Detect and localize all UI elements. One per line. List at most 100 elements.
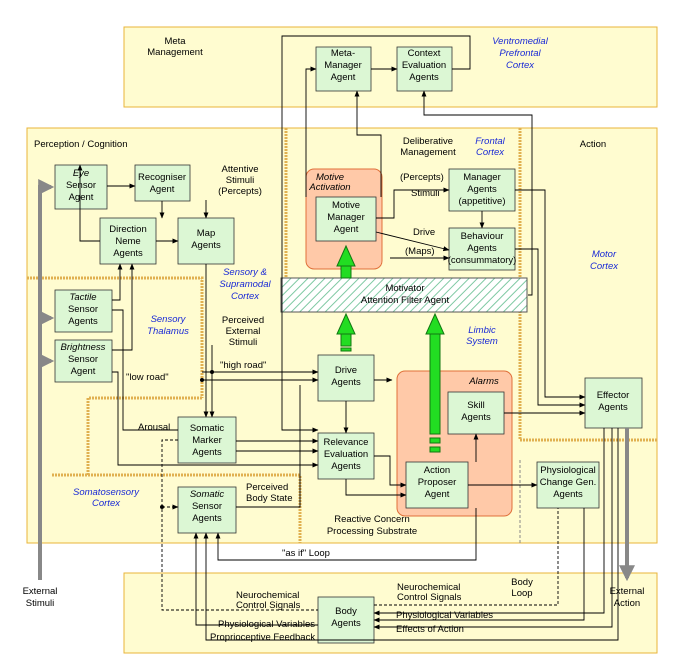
reactive-title-line-0: Reactive Concern: [334, 514, 410, 525]
somatic-marker-agents-line-0: Somatic: [190, 423, 225, 434]
eye-sensor-agent-line-0: Eye: [73, 168, 89, 179]
meta-manager-agent-line-1: Manager: [324, 60, 362, 71]
attentive-stimuli-line-2: (Percepts): [218, 186, 262, 197]
relevance-evaluation-agents-line-2: Agents: [331, 461, 361, 472]
frontal-cortex-title-line-0: Frontal: [475, 136, 505, 147]
junction-dot-2: [210, 370, 214, 374]
physiological-variables-left-line-0: Physiological Variables: [218, 619, 315, 630]
behaviour-agents-line-1: Agents: [467, 243, 497, 254]
behaviour-agents-box: [448, 227, 516, 271]
somatic-marker-agents-line-1: Marker: [192, 435, 222, 446]
connector-lines: [77, 35, 619, 641]
recogniser-agent-line-0: Recogniser: [138, 172, 186, 183]
alarms-title-label: Alarms: [468, 376, 499, 387]
neurochemical-right-line-1: Control Signals: [397, 592, 462, 603]
perception-title-line-0: Perception / Cognition: [34, 139, 127, 150]
direction-neme-agents-box: [99, 217, 157, 265]
junction-dot-1: [200, 378, 204, 382]
body-agents-line-0: Body: [335, 606, 357, 617]
brightness-sensor-agent-line-2: Agent: [71, 366, 96, 377]
proprioceptive-feedback-label: Proprioceptive Feedback: [210, 632, 315, 643]
physiological-change-agents-box: [536, 461, 600, 509]
manager-agents-line-1: Agents: [467, 184, 497, 195]
map-agents-line-1: Agents: [191, 240, 221, 251]
meta-manager-agent-line-0: Meta-: [331, 48, 355, 59]
drive-label-line-0: Drive: [413, 227, 435, 238]
frontal-cortex-title-line-1: Cortex: [476, 147, 505, 158]
drive-label-label: Drive: [413, 227, 435, 238]
recogniser-agent-box: [134, 164, 191, 202]
limbic-system-title-line-1: System: [466, 336, 498, 347]
recogniser-agent-line-1: Agent: [150, 184, 175, 195]
percepts-label-line-0: (Percepts): [400, 172, 444, 183]
direction-neme-agents-line-1: Neme: [115, 236, 140, 247]
effector-agents-line-1: Agents: [598, 402, 628, 413]
behaviour-agents-line-2: (consummatory): [448, 255, 517, 266]
neurochemical-left-line-1: Control Signals: [236, 600, 301, 611]
relevance-evaluation-agents-line-1: Evaluation: [324, 449, 368, 460]
brightness-sensor-agent-box: [54, 339, 113, 383]
somatic-marker-agents-line-2: Agents: [192, 447, 222, 458]
brightness-sensor-agent-line-0: Brightness: [61, 342, 106, 353]
body-agents-box: [317, 596, 375, 644]
sensory-cortex-title-line-0: Sensory &: [223, 267, 267, 278]
external-action-title-line-1: Action: [614, 598, 640, 609]
meta-management-title-line-0: Meta: [164, 36, 186, 47]
eye-sensor-agent-line-1: Sensor: [66, 180, 96, 191]
perceived-external-stimuli-line-1: External: [226, 326, 261, 337]
action-proposer-agent-line-2: Agent: [425, 489, 450, 500]
motive-manager-agent-line-0: Motive: [332, 200, 360, 211]
high-road-line-0: "high road": [220, 360, 266, 371]
action-proposer-agent-line-1: Proposer: [418, 477, 457, 488]
external-stimuli-title-line-0: External: [23, 586, 58, 597]
drive-agents-line-1: Agents: [331, 377, 361, 388]
brightness-sensor-agent-line-1: Sensor: [68, 354, 98, 365]
manager-agents-line-2: (appetitive): [459, 196, 506, 207]
low-road-label: "low road": [126, 372, 169, 383]
proprioceptive-feedback-line-0: Proprioceptive Feedback: [210, 632, 315, 643]
context-evaluation-agents-line-0: Context: [408, 48, 441, 59]
alarms-title-line-0: Alarms: [468, 376, 499, 387]
physiological-variables-left-label: Physiological Variables: [218, 619, 315, 630]
perceived-body-state-line-0: Perceived: [246, 482, 288, 493]
neurochemical-right-line-0: Neurochemical: [397, 582, 460, 593]
deliberative-title-line-1: Management: [400, 147, 456, 158]
external-arrows: [38, 179, 635, 582]
map-agents-line-0: Map: [197, 228, 215, 239]
physiological-change-agents-line-2: Agents: [553, 489, 583, 500]
motivator-filter-line-0: Motivator: [385, 283, 424, 294]
stimuli-label-line-0: Stimuli: [411, 188, 440, 199]
physiological-change-agents-line-0: Physiological: [540, 465, 595, 476]
deliberative-title-line-0: Deliberative: [403, 136, 453, 147]
physiological-variables-right-line-0: Physiological Variables: [396, 610, 493, 621]
motor-cortex-title-line-1: Cortex: [590, 261, 619, 272]
somatic-marker-agents-box: [177, 416, 237, 464]
meta-manager-agent-line-2: Agent: [331, 72, 356, 83]
external-stimuli-title-line-1: Stimuli: [26, 598, 55, 609]
